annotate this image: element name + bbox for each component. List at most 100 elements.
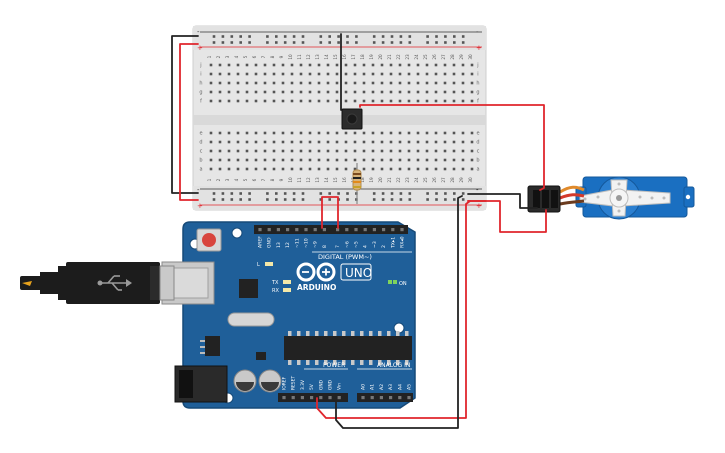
column-number: 2 [216, 178, 221, 181]
column-number: 5 [243, 178, 248, 181]
digital-pwm-label: DIGITAL (PWM~) [318, 253, 372, 261]
row-letter: f [477, 99, 479, 105]
crystal-oscillator [227, 312, 275, 327]
column-number: 29 [459, 177, 464, 183]
breadboard[interactable]: 1122334455667788991010111112121313141415… [192, 25, 487, 211]
column-number: 20 [378, 177, 383, 183]
rail-minus-label-bottom-left: - [197, 186, 200, 194]
column-number: 21 [387, 54, 392, 60]
analog-in-label: ANALOG IN [377, 362, 410, 369]
digital-pin-label: ~9 [313, 241, 319, 248]
servo-motor[interactable] [527, 176, 695, 220]
power-label: POWER [323, 362, 345, 369]
row-letter: c [477, 149, 480, 155]
rail-minus-label-bottom-right: - [476, 186, 479, 194]
column-number: 1 [207, 55, 212, 58]
row-letter: i [200, 72, 201, 78]
column-number: 4 [234, 178, 239, 181]
column-number: 3 [225, 55, 230, 58]
column-number: 9 [279, 55, 284, 58]
column-number: 19 [369, 54, 374, 60]
power-pin-label: RESET [291, 376, 297, 390]
digital-pin-label: 13 [276, 242, 282, 248]
column-number: 13 [315, 177, 320, 183]
row-letter: a [476, 167, 479, 173]
usb-cable-icon [20, 262, 175, 304]
column-number: 27 [441, 177, 446, 183]
analog-header[interactable] [357, 393, 413, 402]
wire-black-left-rail [171, 35, 199, 194]
row-letter: d [476, 140, 479, 146]
servo-icon [575, 176, 695, 220]
power-pin-label: 5V [309, 384, 315, 390]
column-number: 9 [279, 178, 284, 181]
column-number: 16 [342, 54, 347, 60]
column-number: 21 [387, 177, 392, 183]
column-number: 26 [432, 177, 437, 183]
column-number: 25 [423, 54, 428, 60]
wires [171, 33, 547, 429]
column-number: 28 [450, 54, 455, 60]
wire-red-resistor-pin [321, 196, 338, 229]
column-number: 18 [360, 177, 365, 183]
reset-button[interactable] [196, 228, 222, 252]
column-number: 20 [378, 54, 383, 60]
analog-pin-label: A0 [361, 384, 367, 390]
row-letter: a [199, 167, 202, 173]
analog-pin-label: A4 [397, 384, 403, 390]
column-number: 30 [468, 177, 473, 183]
row-letter: h [476, 81, 479, 87]
column-number: 24 [414, 177, 419, 183]
column-number: 26 [432, 54, 437, 60]
column-number: 8 [270, 55, 275, 58]
column-number: 28 [450, 177, 455, 183]
power-jack [174, 365, 228, 403]
column-number: 24 [414, 54, 419, 60]
row-letter: e [476, 131, 479, 137]
wire-red-button-servo [359, 104, 545, 191]
digital-pin-label: GND [267, 237, 273, 248]
wire-red-5v [316, 200, 471, 419]
row-letter: c [200, 149, 203, 155]
column-number: 16 [342, 177, 347, 183]
rail-plus-label-bottom-right: + [476, 202, 482, 210]
column-number: 1 [207, 178, 212, 181]
uno-model-text: UNO [345, 266, 372, 280]
rail-plus-label-top-left: + [197, 44, 203, 52]
rail-plus-label-bottom-left: + [197, 202, 203, 210]
digital-pin-label: 8 [322, 245, 328, 248]
row-letter: b [476, 158, 479, 164]
led-tx-label: TX [271, 280, 279, 286]
row-letter: g [476, 90, 479, 96]
wire-red-left-rail [179, 43, 199, 201]
rail-plus-label-top-right: + [476, 44, 482, 52]
column-number: 19 [369, 177, 374, 183]
digital-pin-label: 2 [381, 245, 387, 248]
digital-pin-label: ~6 [344, 241, 350, 248]
digital-pin-label: TX▸1 [390, 237, 396, 249]
arduino-brand-text: ARDUINO [297, 283, 336, 292]
column-number: 23 [405, 177, 410, 183]
breadboard-column-numbers: 1122334455667788991010111112121313141415… [207, 54, 473, 183]
row-letter: h [199, 81, 202, 87]
pushbutton-icon[interactable] [341, 108, 363, 130]
capacitors [233, 369, 282, 393]
column-number: 12 [306, 54, 311, 60]
column-number: 15 [333, 54, 338, 60]
column-number: 6 [252, 178, 257, 181]
column-number: 7 [261, 55, 266, 58]
column-number: 27 [441, 54, 446, 60]
column-number: 17 [351, 54, 356, 60]
digital-header[interactable] [254, 225, 408, 234]
column-number: 10 [288, 177, 293, 183]
digital-pin-label: 7 [335, 245, 341, 248]
column-number: 7 [261, 178, 266, 181]
digital-pin-label: ~3 [372, 241, 378, 248]
column-number: 6 [252, 55, 257, 58]
row-letter: e [199, 131, 202, 137]
column-number: 11 [297, 54, 302, 60]
